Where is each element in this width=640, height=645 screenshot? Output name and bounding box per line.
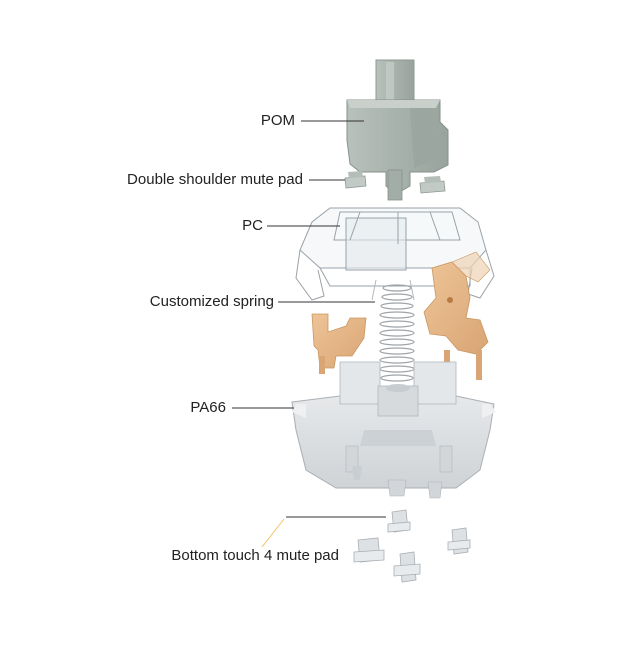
pc-top-housing <box>295 207 495 301</box>
leader-lines <box>232 120 386 518</box>
label-bottom-pad: Bottom touch 4 mute pad <box>171 547 339 564</box>
pa66-bottom-housing <box>291 361 496 499</box>
accent-line <box>261 518 285 548</box>
bottom-mute-pads <box>353 509 471 583</box>
double-shoulder-mute-pad <box>344 171 446 194</box>
label-pom: POM <box>260 112 295 129</box>
label-pa66: PA66 <box>190 399 226 416</box>
contact-leaf-left <box>311 313 367 374</box>
pom-stem <box>346 59 449 201</box>
customized-spring <box>379 284 415 382</box>
label-spring: Customized spring <box>149 293 274 310</box>
contact-leaf-right <box>423 251 491 380</box>
label-pc: PC <box>242 217 263 234</box>
label-mute-pad: Double shoulder mute pad <box>127 171 303 188</box>
